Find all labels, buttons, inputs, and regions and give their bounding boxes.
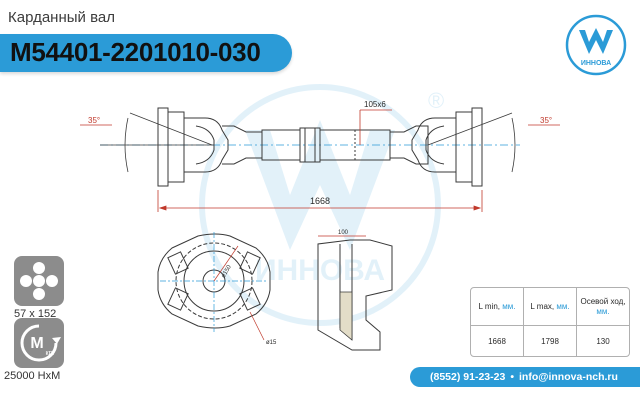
watermark-registered: ® — [428, 88, 444, 113]
torque-card: М кр. — [14, 318, 64, 368]
contact-bar: (8552) 91-23-23 • info@innova-nch.ru — [410, 367, 640, 387]
torque-icon-text: М — [30, 335, 43, 352]
contact-separator: • — [510, 371, 514, 383]
email-link[interactable]: info@innova-nch.ru — [519, 371, 618, 383]
flange-dim-label: 100 — [338, 230, 349, 236]
table-cell-lmin: 1668 — [471, 326, 524, 357]
hole-dim-label: ø15 — [266, 340, 277, 346]
cross-size-label: 57 x 152 — [14, 308, 57, 320]
part-number: M54401-2201010-030 — [10, 37, 261, 67]
table-cell-lmax: 1798 — [524, 326, 577, 357]
phone-link[interactable]: (8552) 91-23-23 — [430, 371, 506, 383]
length-label: 1668 — [310, 196, 330, 206]
bolt-circle-label: ø150 — [221, 264, 233, 279]
cross-icon — [20, 262, 58, 300]
subtitle: Карданный вал — [8, 9, 115, 26]
table-header-row: L min, мм. L max, мм. Осевой ход,мм. — [471, 288, 629, 326]
table-header-cell: L min, мм. — [471, 288, 524, 325]
length-table: L min, мм. L max, мм. Осевой ход,мм. 166… — [470, 287, 630, 357]
logo-text: ИННОВА — [581, 60, 611, 67]
table-cell-travel: 130 — [596, 336, 610, 346]
table-row: 1668 1798 130 — [471, 326, 629, 357]
innova-logo: ИННОВА — [565, 14, 627, 76]
angle-right-label: 35° — [540, 116, 552, 125]
torque-icon: М кр. — [20, 324, 61, 362]
watermark-logo: ИННОВА ® — [199, 84, 444, 326]
table-header-cell: L max, мм. — [524, 288, 577, 325]
cross-size-card — [14, 256, 64, 306]
watermark-text: ИННОВА — [255, 254, 385, 287]
torque-icon-sub: кр. — [46, 350, 55, 357]
title-bar: M54401-2201010-030 — [0, 34, 292, 72]
spline-spec-label: 105x6 — [364, 100, 386, 109]
table-header-cell: Осевой ход,мм. — [580, 296, 626, 316]
torque-label: 25000 НхМ — [4, 370, 61, 382]
angle-left-label: 35° — [88, 116, 100, 125]
